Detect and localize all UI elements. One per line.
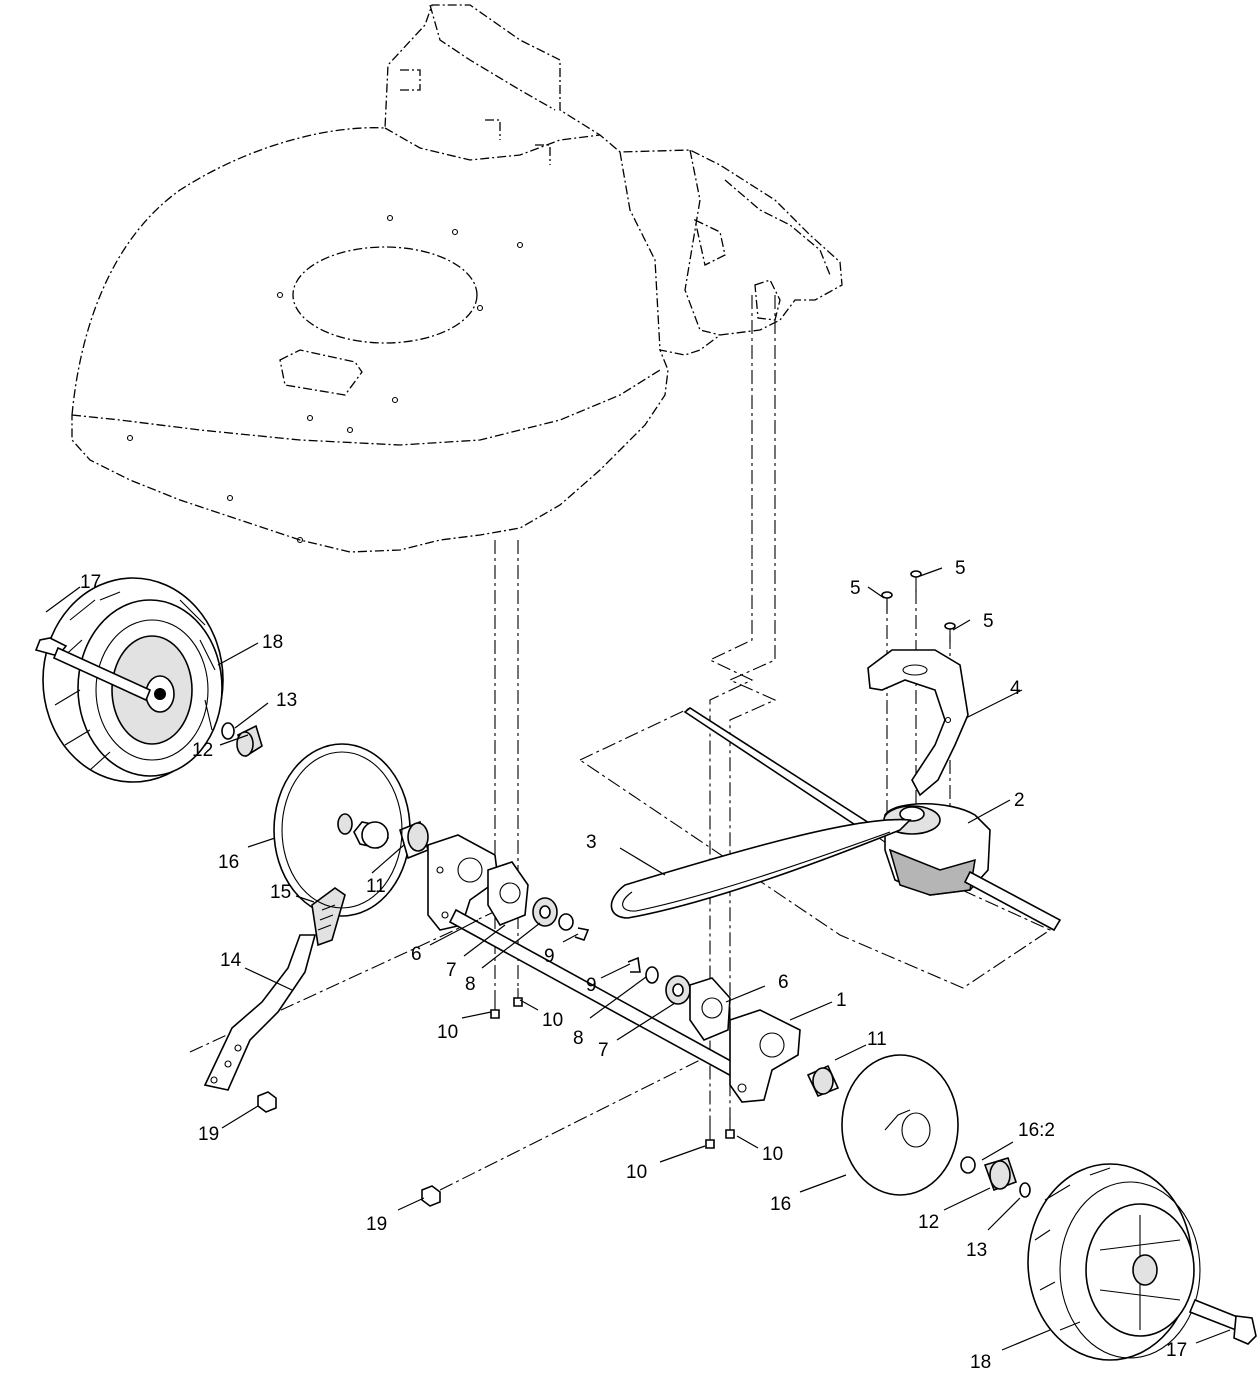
callout-10: 10 [762, 1144, 783, 1165]
callout-2: 2 [1014, 790, 1025, 811]
callout-labels: 1 2 3 4 5 5 5 6 6 7 7 8 8 9 9 10 10 10 1… [80, 558, 1187, 1373]
callout-17: 17 [80, 572, 101, 593]
callout-17: 17 [1166, 1340, 1187, 1361]
screws-10 [490, 988, 735, 1149]
callout-19: 19 [366, 1214, 387, 1235]
callout-14: 14 [220, 950, 242, 971]
right-disc [841, 1054, 959, 1196]
left-disc-outline [281, 751, 403, 909]
callout-10: 10 [626, 1162, 647, 1183]
mower-deck-phantom [71, 4, 843, 553]
callout-8: 8 [465, 974, 476, 995]
callout-8: 8 [573, 1028, 584, 1049]
drive-belt [610, 818, 912, 919]
screws-5 [881, 570, 956, 643]
callout-4: 4 [1010, 678, 1021, 699]
callout-16-qty: 16:2 [1018, 1120, 1055, 1141]
bracket-4 [867, 649, 969, 797]
callout-5: 5 [850, 578, 861, 599]
callout-11: 11 [867, 1029, 887, 1050]
callout-1: 1 [836, 990, 847, 1011]
callout-7: 7 [598, 1040, 609, 1061]
right-small-parts [960, 1156, 1031, 1198]
callout-11: 11 [366, 876, 386, 897]
callout-16: 16 [218, 852, 239, 873]
callout-5: 5 [955, 558, 966, 579]
callout-10: 10 [542, 1010, 563, 1031]
right-bracket [627, 956, 840, 1103]
callout-5: 5 [983, 611, 994, 632]
callout-13: 13 [276, 690, 297, 711]
leader-lines [45, 567, 1231, 1351]
callout-3: 3 [586, 832, 597, 853]
callout-12: 12 [918, 1212, 939, 1233]
right-wheel [1027, 1163, 1257, 1361]
callout-6: 6 [778, 972, 789, 993]
callout-9: 9 [586, 975, 597, 996]
assembly-center-lines [189, 295, 1052, 1191]
callout-6: 6 [411, 944, 422, 965]
callout-15: 15 [270, 882, 291, 903]
callout-16: 16 [770, 1194, 791, 1215]
callout-13: 13 [966, 1240, 987, 1261]
callout-10: 10 [437, 1022, 458, 1043]
callout-7: 7 [446, 960, 457, 981]
left-wheel-bolt [34, 637, 152, 702]
transmission [683, 707, 1062, 932]
left-small-parts [221, 722, 429, 917]
left-bracket [427, 834, 590, 941]
callout-18: 18 [262, 632, 283, 653]
nuts [257, 1091, 441, 1207]
callout-19: 19 [198, 1124, 219, 1145]
callout-12: 12 [192, 740, 213, 761]
callout-18: 18 [970, 1352, 991, 1373]
height-adjust-lever [203, 887, 346, 1091]
left-wheel [42, 577, 224, 783]
callout-9: 9 [544, 946, 555, 967]
